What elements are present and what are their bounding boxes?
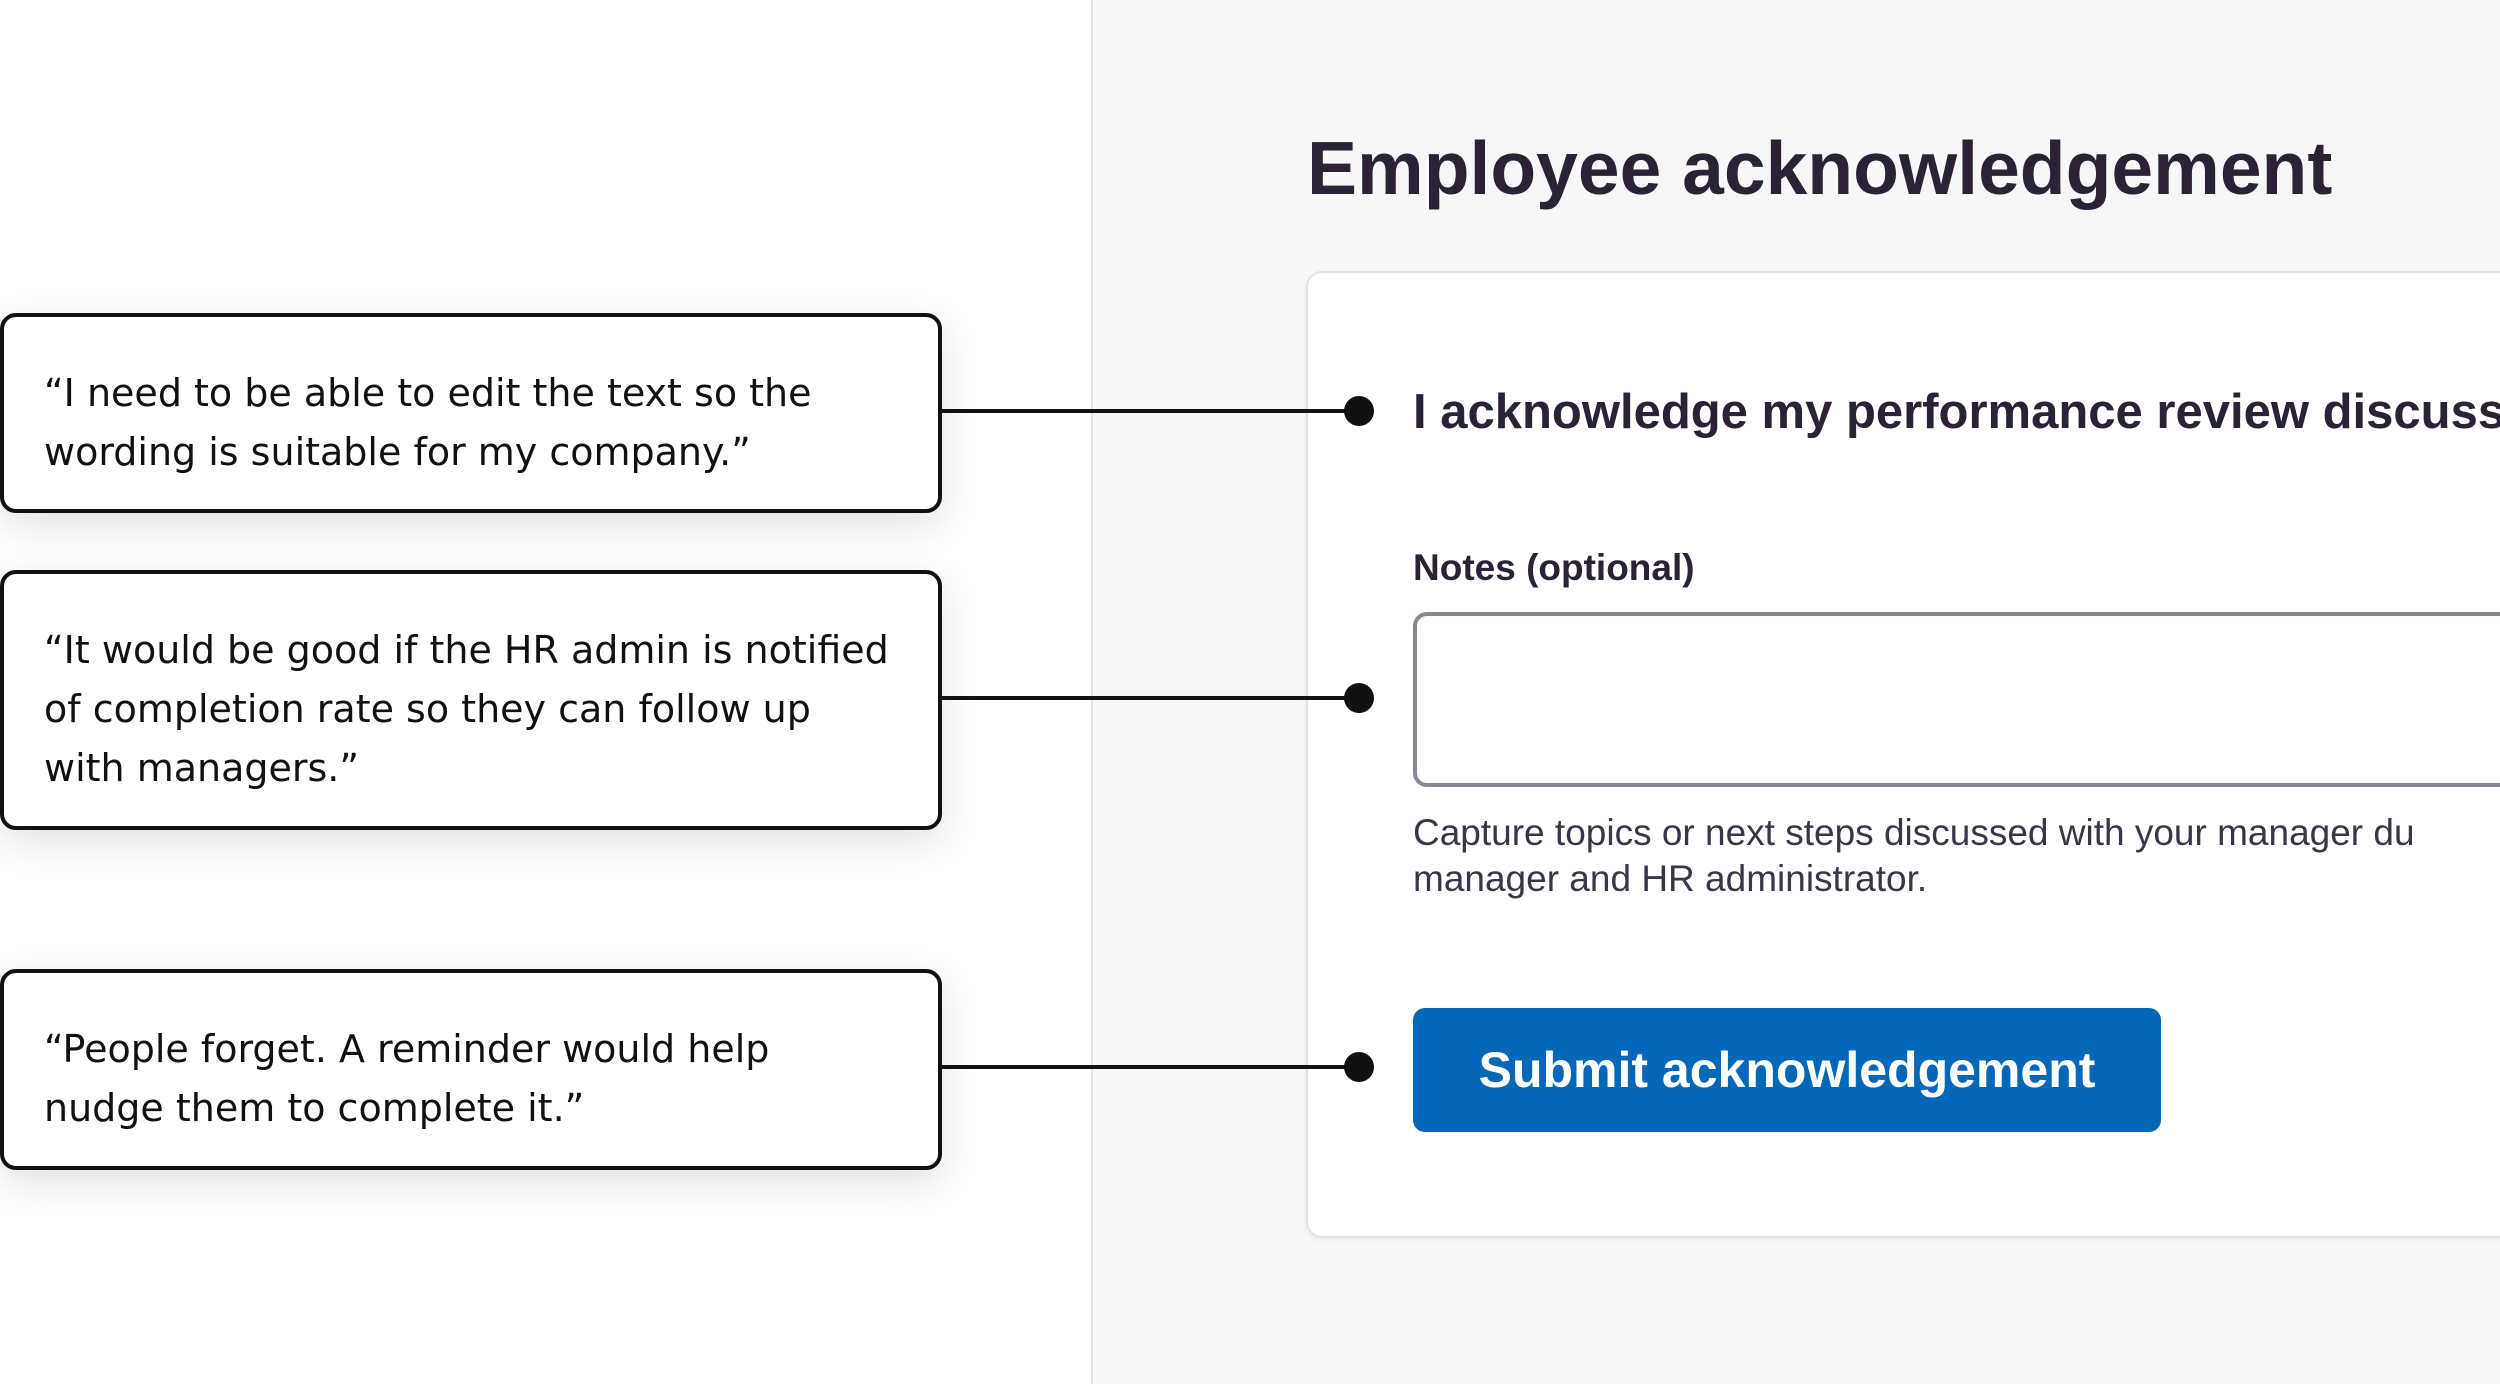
annotation-connector-line (942, 696, 1358, 700)
notes-input[interactable] (1413, 612, 2500, 787)
acknowledgement-statement: I acknowledge my performance review disc… (1413, 385, 2500, 439)
annotation-connector-dot (1344, 396, 1374, 426)
notes-hint: Capture topics or next steps discussed w… (1413, 812, 2415, 899)
annotation-card-reminder: “People forget. A reminder would help nu… (0, 969, 942, 1170)
annotation-quote: “People forget. A reminder would help nu… (44, 1027, 770, 1130)
annotation-quote: “It would be good if the HR admin is not… (44, 628, 889, 790)
annotation-card-edit-text: “I need to be able to edit the text so t… (0, 313, 942, 513)
annotation-connector-dot (1344, 683, 1374, 713)
annotation-connector-line (942, 1065, 1358, 1069)
annotation-card-hr-notification: “It would be good if the HR admin is not… (0, 570, 942, 830)
annotation-quote: “I need to be able to edit the text so t… (44, 371, 812, 474)
page-title: Employee acknowledgement (1307, 126, 2333, 210)
notes-label: Notes (optional) (1413, 547, 1695, 588)
submit-acknowledgement-button[interactable]: Submit acknowledgement (1413, 1008, 2161, 1132)
annotation-connector-line (942, 409, 1358, 413)
annotation-connector-dot (1344, 1052, 1374, 1082)
